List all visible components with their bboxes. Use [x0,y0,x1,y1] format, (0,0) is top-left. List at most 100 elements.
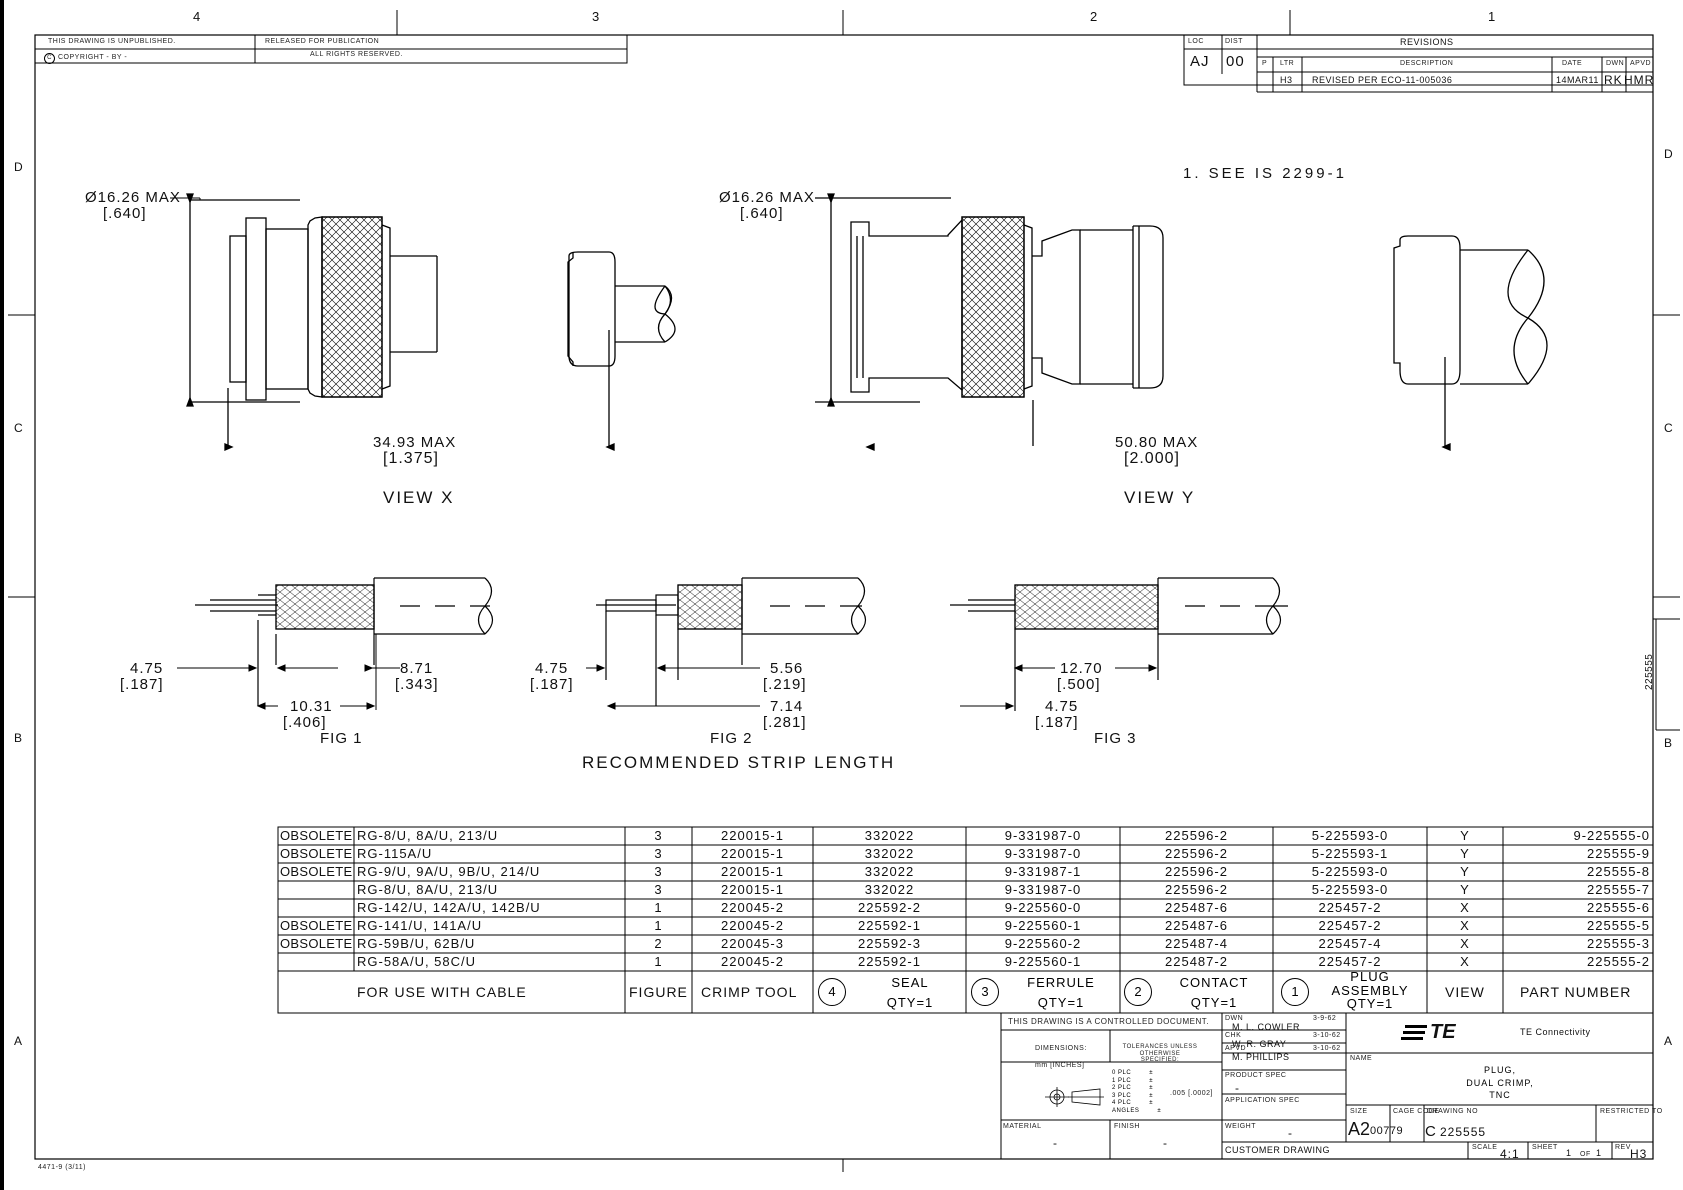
hdr-ferrule: FERRULE QTY=1 [1005,975,1117,1012]
obsolete-flag: OBSOLETE [280,828,353,843]
cell-contact: 225487-6 [1165,900,1228,915]
tolerance-row: 3 PLC± [1112,1093,1161,1101]
zone-row-b-right: B [1664,736,1674,750]
rev-dwn: RK [1604,73,1623,87]
rev-label: REV [1615,1144,1631,1151]
view-x-plug [186,193,676,451]
cell-plug: 225457-2 [1318,954,1382,969]
cell-view: Y [1460,882,1470,897]
cell-ferrule: 9-331987-1 [1004,864,1082,879]
cell-ferrule: 9-331987-0 [1004,828,1082,843]
zone-row-c-left: C [14,421,24,435]
cage-value: 00779 [1370,1125,1404,1137]
cell-contact: 225596-2 [1165,828,1228,843]
rights-notice: ALL RIGHTS RESERVED. [310,51,403,58]
cell-figure: 1 [654,900,663,915]
sheet-of: OF [1580,1151,1591,1158]
tolerance-note: .005 [.0002] [1170,1090,1213,1097]
view-x-diameter-inch: [.640] [103,205,147,222]
unpublished-notice: THIS DRAWING IS UNPUBLISHED. [48,38,176,45]
cell-tool: 220015-1 [721,882,784,897]
tolerance-sign: ± [1149,1070,1153,1076]
cell-part: 225555-5 [1587,918,1650,933]
view-x-diameter-leader [170,197,201,200]
sheet-total: 1 [1596,1148,1602,1158]
tolerance-place: 0 PLC [1112,1070,1132,1076]
hdr-plug-name2: ASSEMBLY [1331,982,1409,998]
fig3-d1-inch: [.500] [1057,676,1101,693]
cell-figure: 1 [654,918,663,933]
sheet-label: SHEET [1532,1144,1558,1151]
hdr-view: VIEW [1445,984,1485,1000]
cell-part: 225555-2 [1587,954,1650,969]
fig1-d2: 8.71 [400,660,434,677]
fig3-d2-inch: [.187] [1035,714,1079,731]
cage-label: CAGE CODE [1393,1108,1440,1115]
dist-label: DIST [1225,38,1243,45]
view-y-label: VIEW Y [1124,488,1196,507]
te-logo-bars [1401,1025,1427,1040]
cell-contact: 225487-6 [1165,918,1228,933]
zone-row-b-left: B [14,731,24,745]
cell-contact: 225487-2 [1165,954,1228,969]
copyright-text: COPYRIGHT - BY - [58,54,128,61]
dimensions-label: DIMENSIONS: [1035,1045,1087,1052]
cell-contact: 225596-2 [1165,864,1228,879]
cell-cable: RG-8/U, 8A/U, 213/U [357,882,499,897]
cell-tool: 220045-3 [721,936,784,951]
fig2-d3-inch: [.281] [763,714,807,731]
cell-cable: RG-115A/U [357,846,433,861]
sheet-value: 1 [1566,1148,1572,1158]
hdr-ferrule-name: FERRULE [1027,975,1095,990]
zone-ticks [8,10,1680,1172]
material-value: - [1053,1136,1058,1150]
obsolete-flag: OBSOLETE [280,864,353,879]
finish-label: FINISH [1114,1123,1140,1130]
cell-plug: 5-225593-0 [1311,882,1389,897]
size-value: A2 [1348,1119,1371,1139]
tolerance-place: 3 PLC [1112,1092,1132,1099]
app-spec-label: APPLICATION SPEC [1225,1097,1300,1104]
rev-col-ltr: LTR [1280,60,1295,67]
rev-apvd: HMR [1624,73,1655,87]
cell-contact: 225487-4 [1165,936,1228,951]
apvd-date: 3-10-62 [1313,1045,1341,1052]
revisions-title: REVISIONS [1400,37,1454,47]
copyright-icon: C [44,53,55,64]
obsolete-boxes [277,826,355,954]
cell-tool: 220015-1 [721,864,784,879]
cell-part: 225555-6 [1587,900,1650,915]
cell-view: X [1460,936,1470,951]
tolerance-row: 0 PLC ± [1112,1070,1161,1078]
title-block-grid [1000,1012,1654,1160]
cell-cable: RG-142/U, 142A/U, 142B/U [357,900,541,915]
cell-seal: 225592-1 [858,954,921,969]
fig2-d2-inch: [.219] [763,676,807,693]
tolerance-list: 0 PLC±1 PLC±2 PLC±3 PLC±4 PLC±ANGLES± [1112,1070,1161,1115]
dimension-arrows [177,634,1158,710]
cell-figure: 3 [654,828,663,843]
cell-figure: 1 [654,954,663,969]
hdr-tool: CRIMP TOOL [701,984,798,1000]
cell-cable: RG-8/U, 8A/U, 213/U [357,828,499,843]
cell-tool: 220015-1 [721,846,784,861]
cell-part: 225555-8 [1587,864,1650,879]
fig2-d1-inch: [.187] [530,676,574,693]
zone-row-c-right: C [1664,421,1674,435]
cell-ferrule: 9-225560-1 [1004,918,1082,933]
rev-value: H3 [1630,1147,1648,1161]
hdr-contact-qty: QTY=1 [1190,995,1238,1011]
cell-tool: 220045-2 [721,954,784,969]
rev-desc: REVISED PER ECO-11-005036 [1312,75,1453,85]
cell-seal: 332022 [864,864,915,879]
cell-tool: 220045-2 [721,900,784,915]
chk-name: W. R. GRAY [1232,1039,1287,1049]
rev-col-dwn: DWN [1606,60,1625,67]
tolerance-place: ANGLES [1112,1107,1140,1114]
projection-symbol [1045,1087,1104,1107]
tolerance-sign: ± [1149,1085,1153,1091]
controlled-doc: THIS DRAWING IS A CONTROLLED DOCUMENT. [1008,1017,1209,1026]
dwn-label: DWN [1225,1015,1244,1022]
cell-part: 9-225555-0 [1573,828,1650,843]
